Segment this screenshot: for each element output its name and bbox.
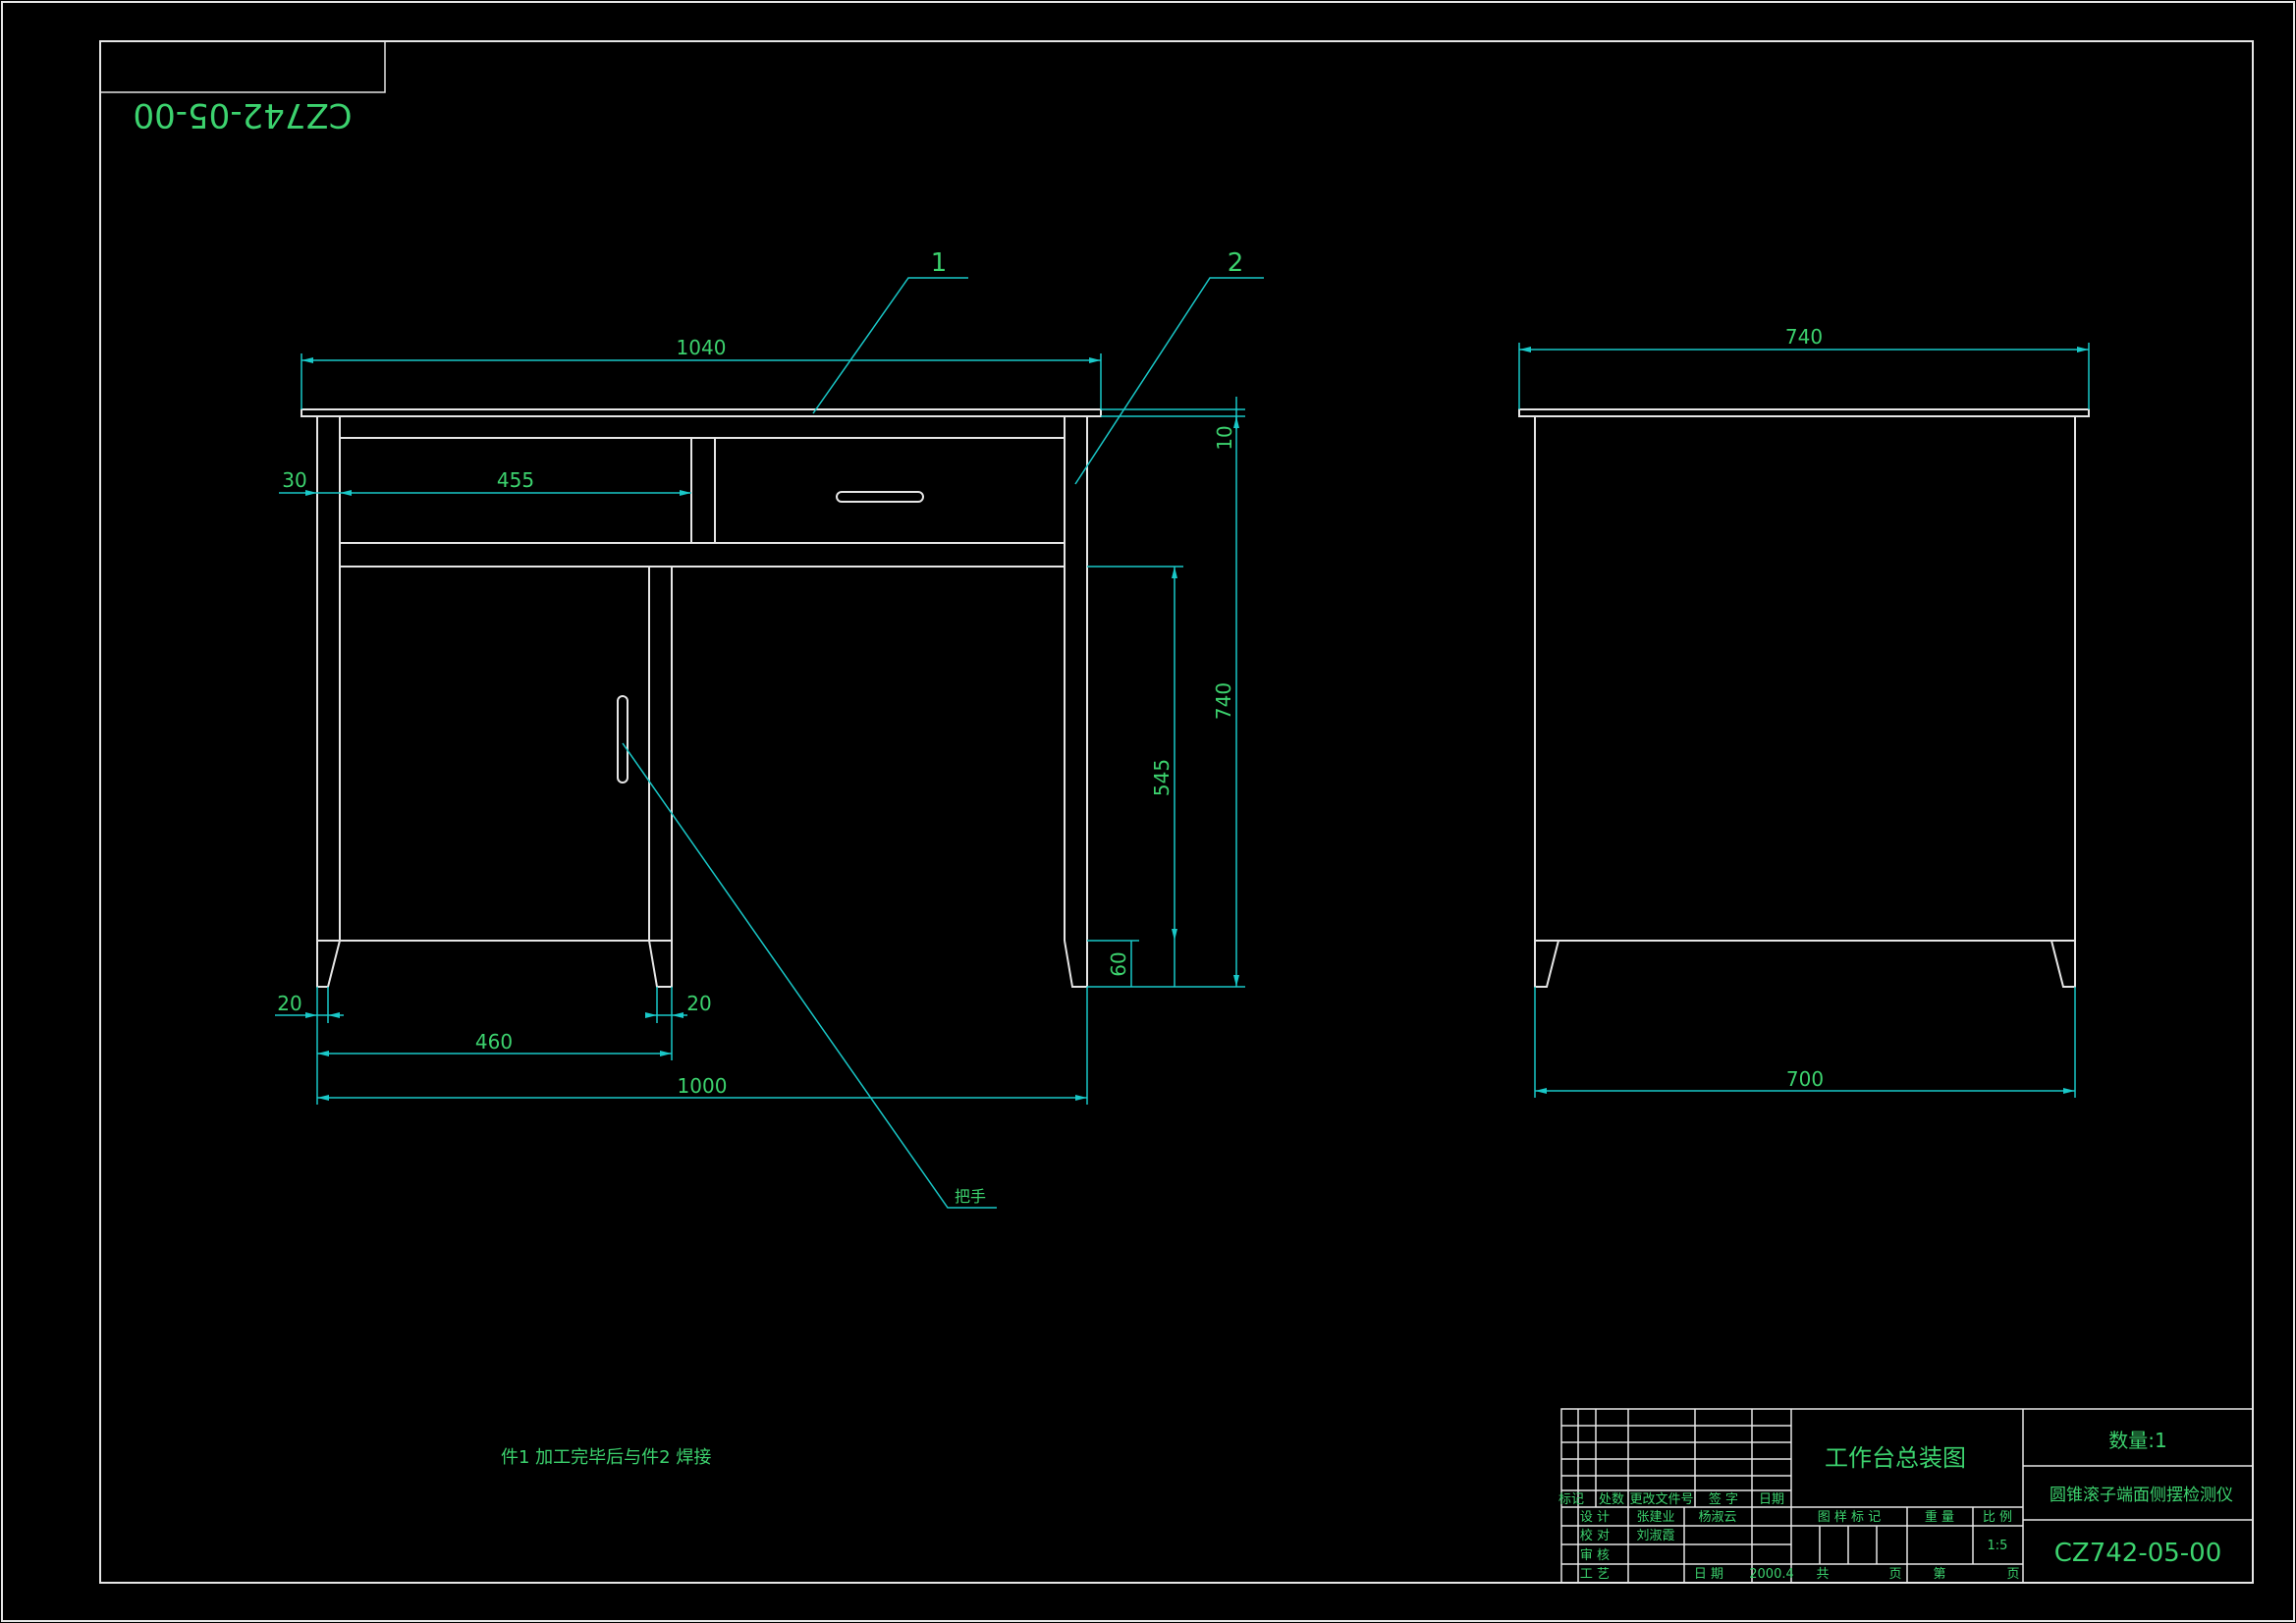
- tb-role-review: 审 核: [1580, 1548, 1610, 1563]
- side-dimensions: 740 700: [1518, 325, 2090, 1098]
- tb-footer-total: 共: [1816, 1567, 1829, 1582]
- tb-row-sign: 签 字: [1709, 1491, 1738, 1507]
- technical-note: 件1 加工完毕后与件2 焊接: [501, 1447, 711, 1468]
- tb-row-date: 日期: [1759, 1492, 1784, 1507]
- dim-700: 700: [1786, 1067, 1824, 1091]
- front-leg-left: [316, 940, 341, 988]
- front-dimensions: 1040 30 455 10 740 545 60: [275, 336, 1245, 1105]
- dim-60: 60: [1107, 951, 1130, 976]
- tb-row-doc: 更改文件号: [1629, 1492, 1693, 1507]
- tb-date: 2000.4: [1749, 1567, 1794, 1582]
- dim-740-height: 740: [1212, 682, 1235, 720]
- drawer-handle: [836, 491, 924, 503]
- side-top-slab: [1518, 408, 2090, 417]
- tb-header-weight: 重 量: [1925, 1509, 1954, 1525]
- front-leg-mid: [648, 940, 673, 988]
- tb-row-mark: 标记: [1558, 1492, 1584, 1507]
- tb-role-check: 校 对: [1580, 1528, 1610, 1543]
- tb-quantity: 数量:1: [2108, 1429, 2166, 1452]
- front-top-slab: [301, 408, 1102, 417]
- dim-455: 455: [497, 468, 534, 492]
- dim-460: 460: [475, 1030, 513, 1054]
- side-leg-left: [1534, 940, 1559, 988]
- leader-2: [1074, 277, 1264, 485]
- tb-header-scale: 比 例: [1983, 1510, 2012, 1525]
- tb-row-count: 处数: [1599, 1492, 1624, 1507]
- dim-545: 545: [1150, 759, 1174, 796]
- leaders: 1 2 把手: [622, 248, 1264, 1209]
- balloon-2: 2: [1228, 248, 1244, 278]
- leader-handle: [622, 742, 997, 1209]
- dim-20-right: 20: [686, 992, 711, 1015]
- side-view: [1518, 408, 2090, 988]
- stamp-code: CZ742-05-00: [134, 95, 353, 135]
- door-handle: [617, 695, 629, 784]
- tb-header-mark: 图 样 标 记: [1818, 1510, 1881, 1525]
- title-block: 标记 处数 更改文件号 签 字 日期 设 计 校 对 审 核 工 艺 张建业 杨…: [1558, 1408, 2254, 1584]
- dim-30: 30: [282, 468, 306, 492]
- handle-label: 把手: [955, 1187, 986, 1206]
- dim-10: 10: [1213, 425, 1236, 450]
- dim-20-left: 20: [277, 992, 301, 1015]
- dim-740-depth: 740: [1785, 325, 1823, 349]
- drawing-frame: [99, 40, 2254, 1584]
- front-leg-right: [1064, 940, 1088, 988]
- tb-drawing-number: CZ742-05-00: [2054, 1539, 2222, 1568]
- tb-checker: 刘淑霞: [1636, 1529, 1674, 1543]
- tb-footer-no: 第: [1933, 1567, 1945, 1582]
- tb-role-design: 设 计: [1580, 1510, 1610, 1525]
- balloon-1: 1: [931, 248, 948, 278]
- dim-1040: 1040: [677, 336, 727, 359]
- side-leg-right: [2050, 940, 2076, 988]
- mirrored-stamp: CZ742-05-00: [99, 40, 386, 135]
- tb-role-process: 工 艺: [1580, 1567, 1610, 1582]
- tb-date-label: 日 期: [1694, 1567, 1723, 1582]
- leader-1: [812, 277, 968, 414]
- tb-footer-page1: 页: [1888, 1567, 1901, 1582]
- tb-scale: 1:5: [1988, 1539, 2008, 1553]
- tb-standardizer: 杨淑云: [1698, 1510, 1736, 1525]
- front-view: [301, 408, 1102, 988]
- tb-project: 圆锥滚子端面侧摆检测仪: [2050, 1486, 2233, 1505]
- dim-1000: 1000: [678, 1074, 728, 1098]
- tb-designer: 张建业: [1636, 1510, 1674, 1525]
- drawing-title: 工作台总装图: [1825, 1444, 1966, 1472]
- tb-footer-page2: 页: [2006, 1567, 2019, 1582]
